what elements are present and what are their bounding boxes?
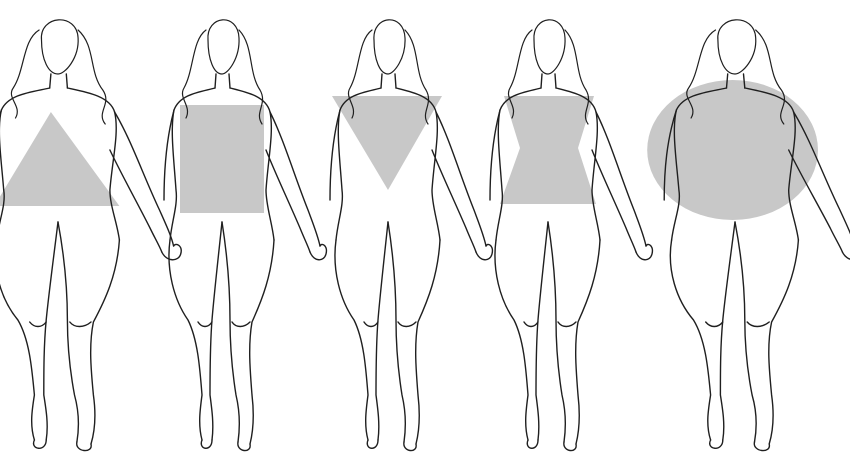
shape-inverted-triangle — [332, 96, 442, 190]
figure-line — [30, 322, 47, 327]
figure-line — [710, 440, 723, 448]
figure-line — [270, 112, 320, 246]
figure-line — [169, 240, 202, 440]
figure-line — [232, 322, 250, 327]
figure-line — [555, 74, 556, 88]
figure-line — [576, 240, 600, 444]
figure-line — [596, 112, 646, 246]
figure-line — [536, 222, 548, 440]
figure-line — [524, 322, 538, 327]
figure-line — [541, 74, 542, 88]
figure-line — [395, 74, 396, 88]
shape-fill-rectangle — [180, 105, 264, 213]
figure-head — [534, 20, 565, 74]
figure-line — [398, 322, 416, 327]
figure-line — [198, 322, 212, 327]
shape-fill-hourglass — [500, 96, 596, 204]
figure-head — [718, 20, 756, 74]
figure-hair — [78, 30, 106, 124]
figure-line — [58, 222, 78, 442]
shape-overlay-layer — [0, 80, 818, 220]
figure-line — [250, 240, 274, 444]
shape-hourglass — [500, 96, 596, 204]
figure-line — [548, 222, 565, 442]
figure-line — [266, 150, 310, 252]
figure-hourglass — [490, 20, 652, 451]
shape-fill-inverted-triangle — [332, 96, 442, 190]
figure-line — [558, 322, 576, 327]
figure-line — [222, 222, 239, 442]
figure-rectangle — [164, 20, 326, 451]
figure-line — [842, 244, 850, 259]
figure-line — [215, 74, 216, 88]
figure-line — [720, 222, 735, 440]
figure-line — [404, 442, 416, 451]
figure-line — [769, 240, 799, 444]
figure-line — [527, 440, 538, 448]
figure-line — [670, 240, 710, 440]
figure-line — [432, 150, 476, 252]
figure-line — [436, 112, 486, 246]
figure-line — [592, 150, 636, 252]
shape-rectangle — [180, 105, 264, 213]
figure-line — [310, 244, 326, 259]
figure-line — [238, 442, 250, 451]
figure-head — [208, 20, 239, 74]
figure-line — [706, 322, 723, 327]
figure-line — [335, 240, 368, 440]
figure-line — [110, 150, 162, 252]
figure-line — [77, 442, 92, 451]
figure-line — [754, 442, 769, 451]
figure-head — [374, 20, 405, 74]
figure-line — [636, 244, 652, 259]
figure-line — [162, 244, 181, 259]
figure-line — [495, 240, 528, 440]
figure-line — [210, 222, 222, 440]
figure-line — [70, 322, 91, 327]
figure-line — [201, 440, 212, 448]
figure-hair — [11, 30, 39, 118]
figure-line — [376, 222, 388, 440]
shape-fill-ellipse — [647, 80, 818, 220]
figure-line — [747, 322, 769, 327]
shape-triangle — [0, 112, 119, 206]
figure-line — [0, 240, 34, 440]
figure-line — [367, 440, 378, 448]
figure-line — [91, 240, 120, 444]
figure-line — [66, 74, 67, 88]
figure-line — [229, 74, 230, 88]
shape-fill-triangle — [0, 112, 119, 206]
figure-line — [50, 74, 51, 88]
figure-line — [416, 240, 440, 444]
figure-line — [735, 222, 756, 442]
figure-line — [388, 222, 405, 442]
figure-line — [476, 244, 492, 259]
figure-line — [44, 222, 58, 440]
figure-head — [41, 20, 78, 74]
figure-line — [381, 74, 382, 88]
shape-ellipse — [647, 80, 818, 220]
figure-line — [364, 322, 378, 327]
figure-pear — [0, 20, 181, 451]
figure-line — [564, 442, 576, 451]
figure-hair — [182, 30, 206, 118]
figure-line — [34, 440, 47, 448]
figure-inverted-triangle — [330, 20, 492, 451]
